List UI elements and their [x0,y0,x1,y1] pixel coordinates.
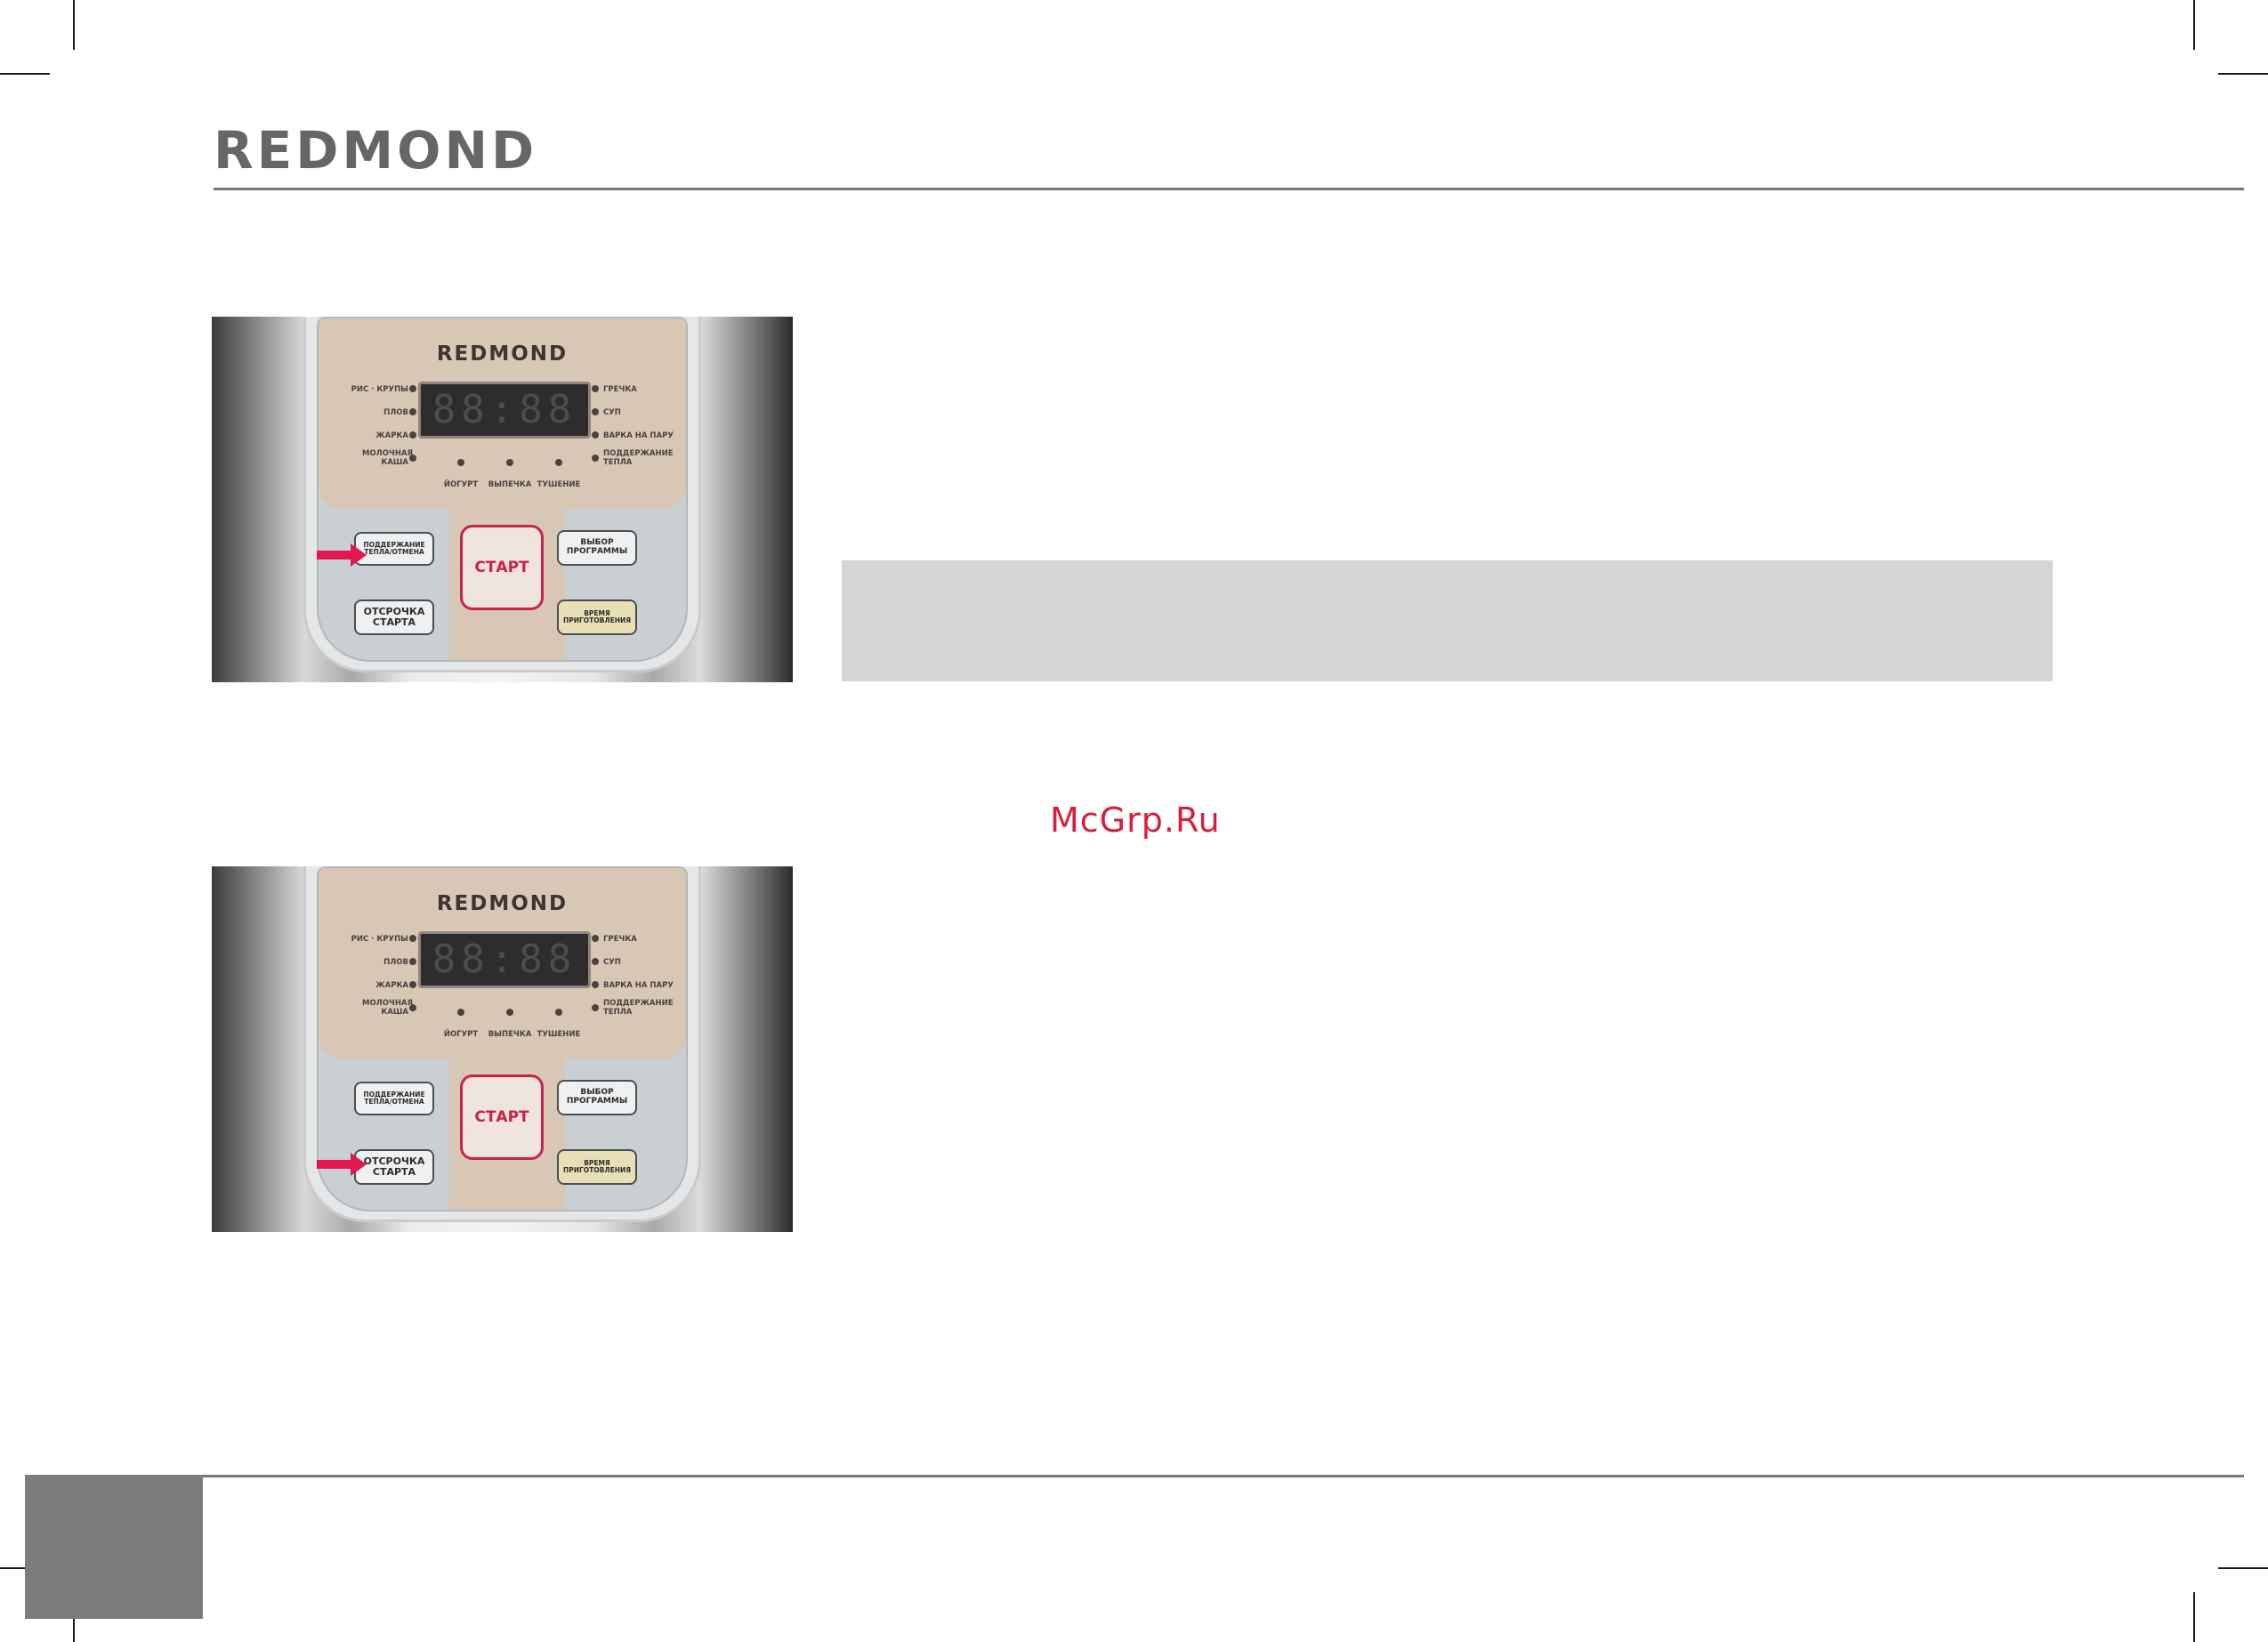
program-label: ГРЕЧКА [603,935,637,944]
cook-time-button[interactable]: ВРЕМЯ ПРИГОТОВЛЕНИЯ [557,600,637,635]
indicator-dot [592,455,599,462]
control-panel: REDMOND РИС · КРУПЫ ПЛОВ ЖАРКА МОЛОЧНАЯ … [317,317,688,662]
indicator-dot [409,958,416,965]
note-box [842,560,2053,681]
led-display: 88:88 [418,931,591,988]
indicator-dot [457,459,464,466]
program-label: СУП [603,958,621,967]
program-label: ЙОГУРТ [443,1030,479,1039]
page-number-tab [25,1475,203,1619]
crop-mark [2193,0,2195,50]
keep-warm-button[interactable]: ПОДДЕРЖАНИЕ ТЕПЛА/ОТМЕНА [354,1082,434,1115]
indicator-dot [409,981,416,988]
footer-divider [203,1475,2244,1477]
program-label: ТУШЕНИЕ [537,480,581,489]
program-label: РИС · КРУПЫ [351,385,408,394]
display-digits: 88:88 [432,937,577,982]
watermark: McGrp.Ru [1050,801,1221,840]
indicator-dot [592,981,599,988]
indicator-dot [592,935,599,942]
delay-start-button[interactable]: ОТСРОЧКА СТАРТА [354,1149,434,1185]
pointer-arrow [317,1153,367,1176]
indicator-dot [592,408,599,415]
display-digits: 88:88 [432,387,577,432]
led-display: 88:88 [418,382,591,439]
indicator-dot [409,431,416,439]
indicator-dot [592,1004,599,1011]
indicator-dot [555,459,562,466]
program-label: РИС · КРУПЫ [351,935,408,944]
start-button[interactable]: СТАРТ [460,1075,544,1160]
indicator-dot [409,455,416,462]
program-label: МОЛОЧНАЯ КАША [362,449,414,467]
crop-mark [2218,1567,2268,1569]
panel-photo-keep-warm: REDMOND РИС · КРУПЫ ПЛОВ ЖАРКА МОЛОЧНАЯ … [212,317,793,682]
start-button[interactable]: СТАРТ [460,525,544,610]
program-label: ВЫПЕЧКА [488,480,532,489]
brand-logo: REDMOND [214,120,538,181]
program-label: ТУШЕНИЕ [537,1030,581,1039]
program-label: ПЛОВ [383,958,408,967]
crop-mark [73,0,75,50]
delay-start-button[interactable]: ОТСРОЧКА СТАРТА [354,600,434,635]
program-label: ВАРКА НА ПАРУ [603,431,674,440]
program-label: ЖАРКА [375,431,408,440]
crop-mark [0,73,50,75]
panel-brand: REDMOND [436,892,569,915]
program-label: ВЫПЕЧКА [488,1030,532,1039]
indicator-dot [409,1004,416,1011]
indicator-dot [409,385,416,392]
program-label: ПОДДЕРЖАНИЕ ТЕПЛА [603,449,674,467]
program-label: СУП [603,408,621,417]
indicator-dot [506,1009,513,1016]
pointer-arrow [317,543,367,567]
program-label: ПОДДЕРЖАНИЕ ТЕПЛА [603,999,674,1017]
panel-brand: REDMOND [436,342,569,366]
cook-time-button[interactable]: ВРЕМЯ ПРИГОТОВЛЕНИЯ [557,1149,637,1185]
program-label: ВАРКА НА ПАРУ [603,981,674,990]
crop-mark [2193,1592,2195,1642]
control-panel: REDMOND РИС · КРУПЫ ПЛОВ ЖАРКА МОЛОЧНАЯ … [317,866,688,1211]
indicator-dot [592,958,599,965]
program-label: МОЛОЧНАЯ КАША [362,999,414,1017]
indicator-dot [506,459,513,466]
crop-mark [2218,73,2268,75]
indicator-dot [592,385,599,392]
indicator-dot [592,431,599,439]
program-label: ГРЕЧКА [603,385,637,394]
header-divider [214,188,2244,190]
select-program-button[interactable]: ВЫБОР ПРОГРАММЫ [557,1080,637,1115]
select-program-button[interactable]: ВЫБОР ПРОГРАММЫ [557,530,637,566]
indicator-dot [409,408,416,415]
program-label: ЖАРКА [375,981,408,990]
indicator-dot [409,935,416,942]
indicator-dot [555,1009,562,1016]
keep-warm-button[interactable]: ПОДДЕРЖАНИЕ ТЕПЛА/ОТМЕНА [354,532,434,566]
panel-photo-delay-start: REDMOND РИС · КРУПЫ ПЛОВ ЖАРКА МОЛОЧНАЯ … [212,866,793,1232]
indicator-dot [457,1009,464,1016]
program-label: ЙОГУРТ [443,480,479,489]
program-label: ПЛОВ [383,408,408,417]
